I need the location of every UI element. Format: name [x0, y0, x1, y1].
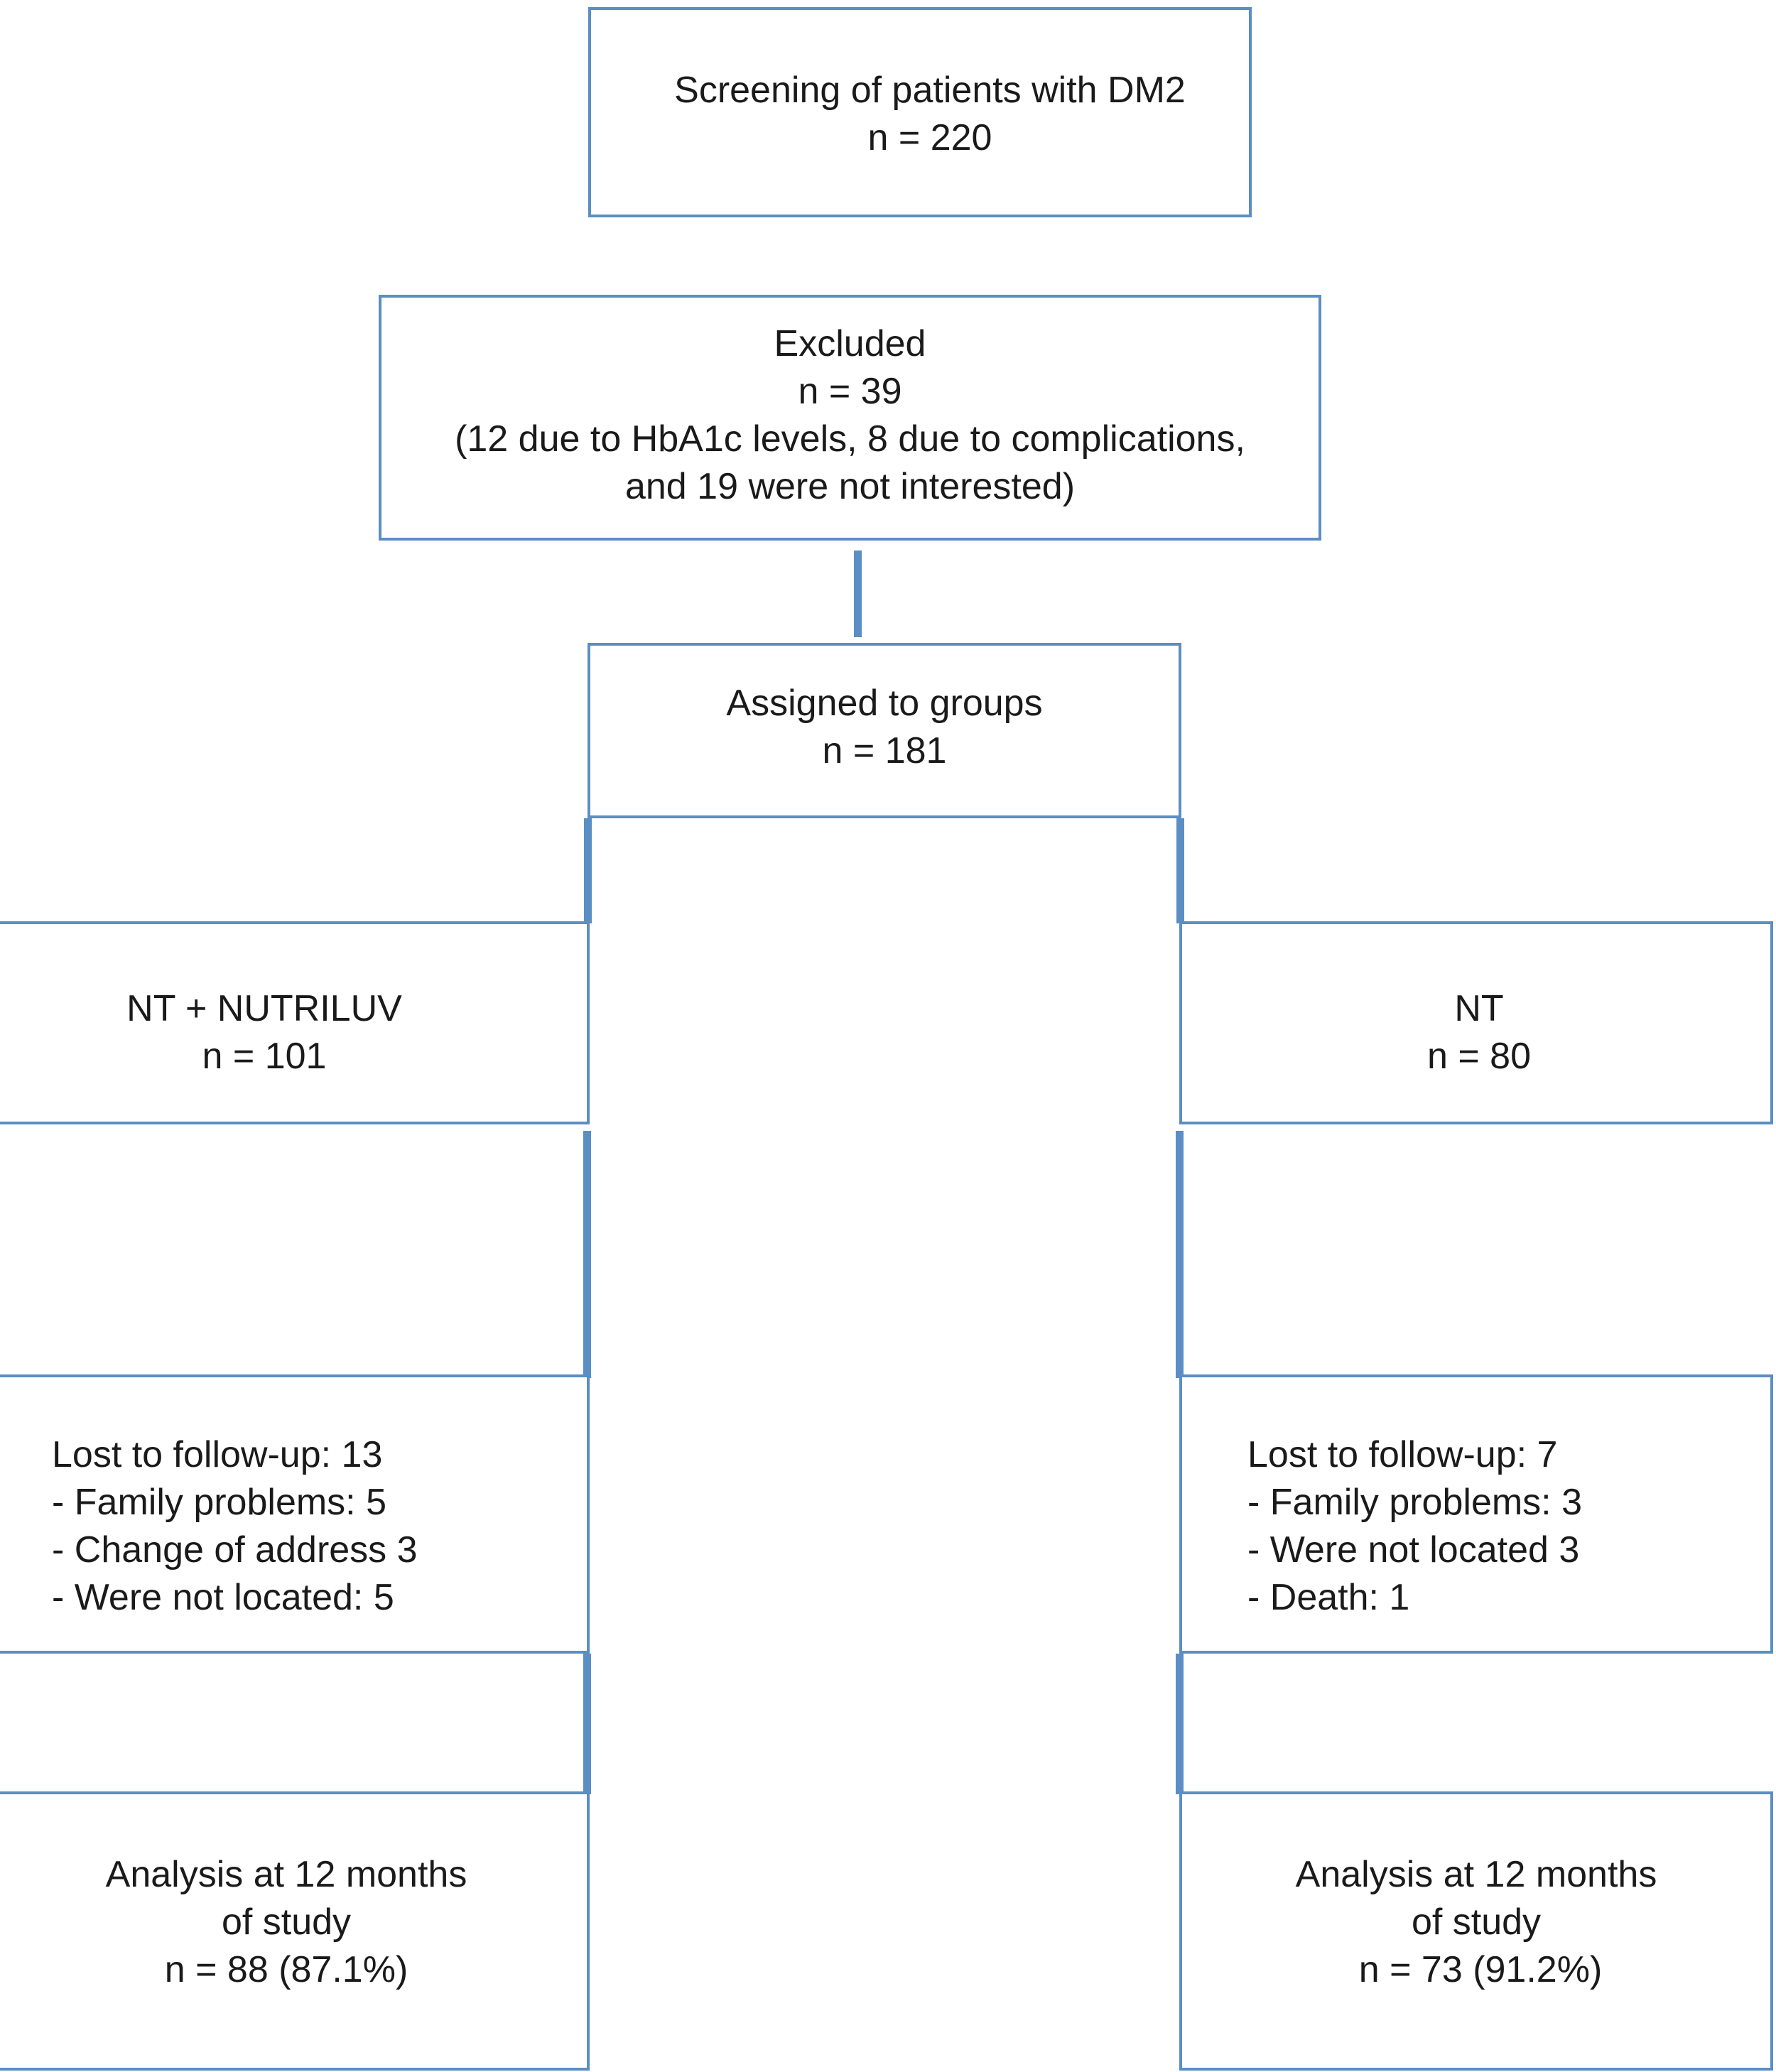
- excluded-box: Excluded n = 39 (12 due to HbA1c levels,…: [379, 295, 1321, 541]
- left-lost-item: - Change of address 3: [52, 1529, 418, 1571]
- assigned-title: Assigned to groups: [726, 683, 1043, 724]
- right-group-count: n = 80: [1426, 1036, 1532, 1077]
- left-analysis-line-1: Analysis at 12 months: [105, 1854, 467, 1895]
- right-lost-item: - Death: 1: [1247, 1577, 1410, 1618]
- right-analysis-line-1: Analysis at 12 months: [1295, 1854, 1657, 1895]
- left-lost-box: Lost to follow-up: 13 - Family problems:…: [0, 1374, 590, 1654]
- excluded-detail-2: and 19 were not interested): [624, 466, 1076, 507]
- right-lost-item: - Were not located 3: [1247, 1529, 1580, 1571]
- assigned-count: n = 181: [822, 730, 947, 771]
- left-analysis-box: Analysis at 12 months of study n = 88 (8…: [0, 1791, 590, 2071]
- left-analysis-count: n = 88 (87.1%): [164, 1949, 408, 1990]
- left-lost-header: Lost to follow-up: 13: [52, 1434, 383, 1475]
- assigned-box: Assigned to groups n = 181: [588, 643, 1181, 818]
- screening-box: Screening of patients with DM2 n = 220: [588, 7, 1252, 217]
- connector-left-group-lost: [583, 1131, 591, 1378]
- right-analysis-count: n = 73 (91.2%): [1358, 1949, 1603, 1990]
- right-analysis-box: Analysis at 12 months of study n = 73 (9…: [1179, 1791, 1773, 2071]
- left-lost-item: - Family problems: 5: [52, 1482, 386, 1523]
- connector-right-lost-analysis: [1176, 1654, 1184, 1794]
- left-group-title: NT + NUTRILUV: [126, 988, 402, 1029]
- excluded-title: Excluded: [774, 323, 926, 364]
- right-analysis-line-2: of study: [1411, 1902, 1542, 1943]
- connector-excluded-assigned: [854, 550, 862, 637]
- excluded-count: n = 39: [798, 371, 902, 412]
- connector-assigned-left: [584, 818, 592, 923]
- left-group-box: NT + NUTRILUV n = 101: [0, 921, 590, 1124]
- screening-count: n = 220: [867, 117, 992, 158]
- right-group-box: NT n = 80: [1179, 921, 1773, 1124]
- left-analysis-line-2: of study: [221, 1902, 352, 1943]
- connector-left-lost-analysis: [583, 1654, 591, 1794]
- right-lost-item: - Family problems: 3: [1247, 1482, 1582, 1523]
- left-group-count: n = 101: [202, 1036, 327, 1077]
- connector-right-group-lost: [1176, 1131, 1184, 1378]
- left-lost-item: - Were not located: 5: [52, 1577, 394, 1618]
- right-lost-box: Lost to follow-up: 7 - Family problems: …: [1179, 1374, 1773, 1654]
- right-group-title: NT: [1454, 988, 1504, 1029]
- excluded-detail-1: (12 due to HbA1c levels, 8 due to compli…: [455, 418, 1245, 460]
- connector-assigned-right: [1176, 818, 1184, 923]
- screening-title: Screening of patients with DM2: [674, 70, 1186, 111]
- right-lost-header: Lost to follow-up: 7: [1247, 1434, 1558, 1475]
